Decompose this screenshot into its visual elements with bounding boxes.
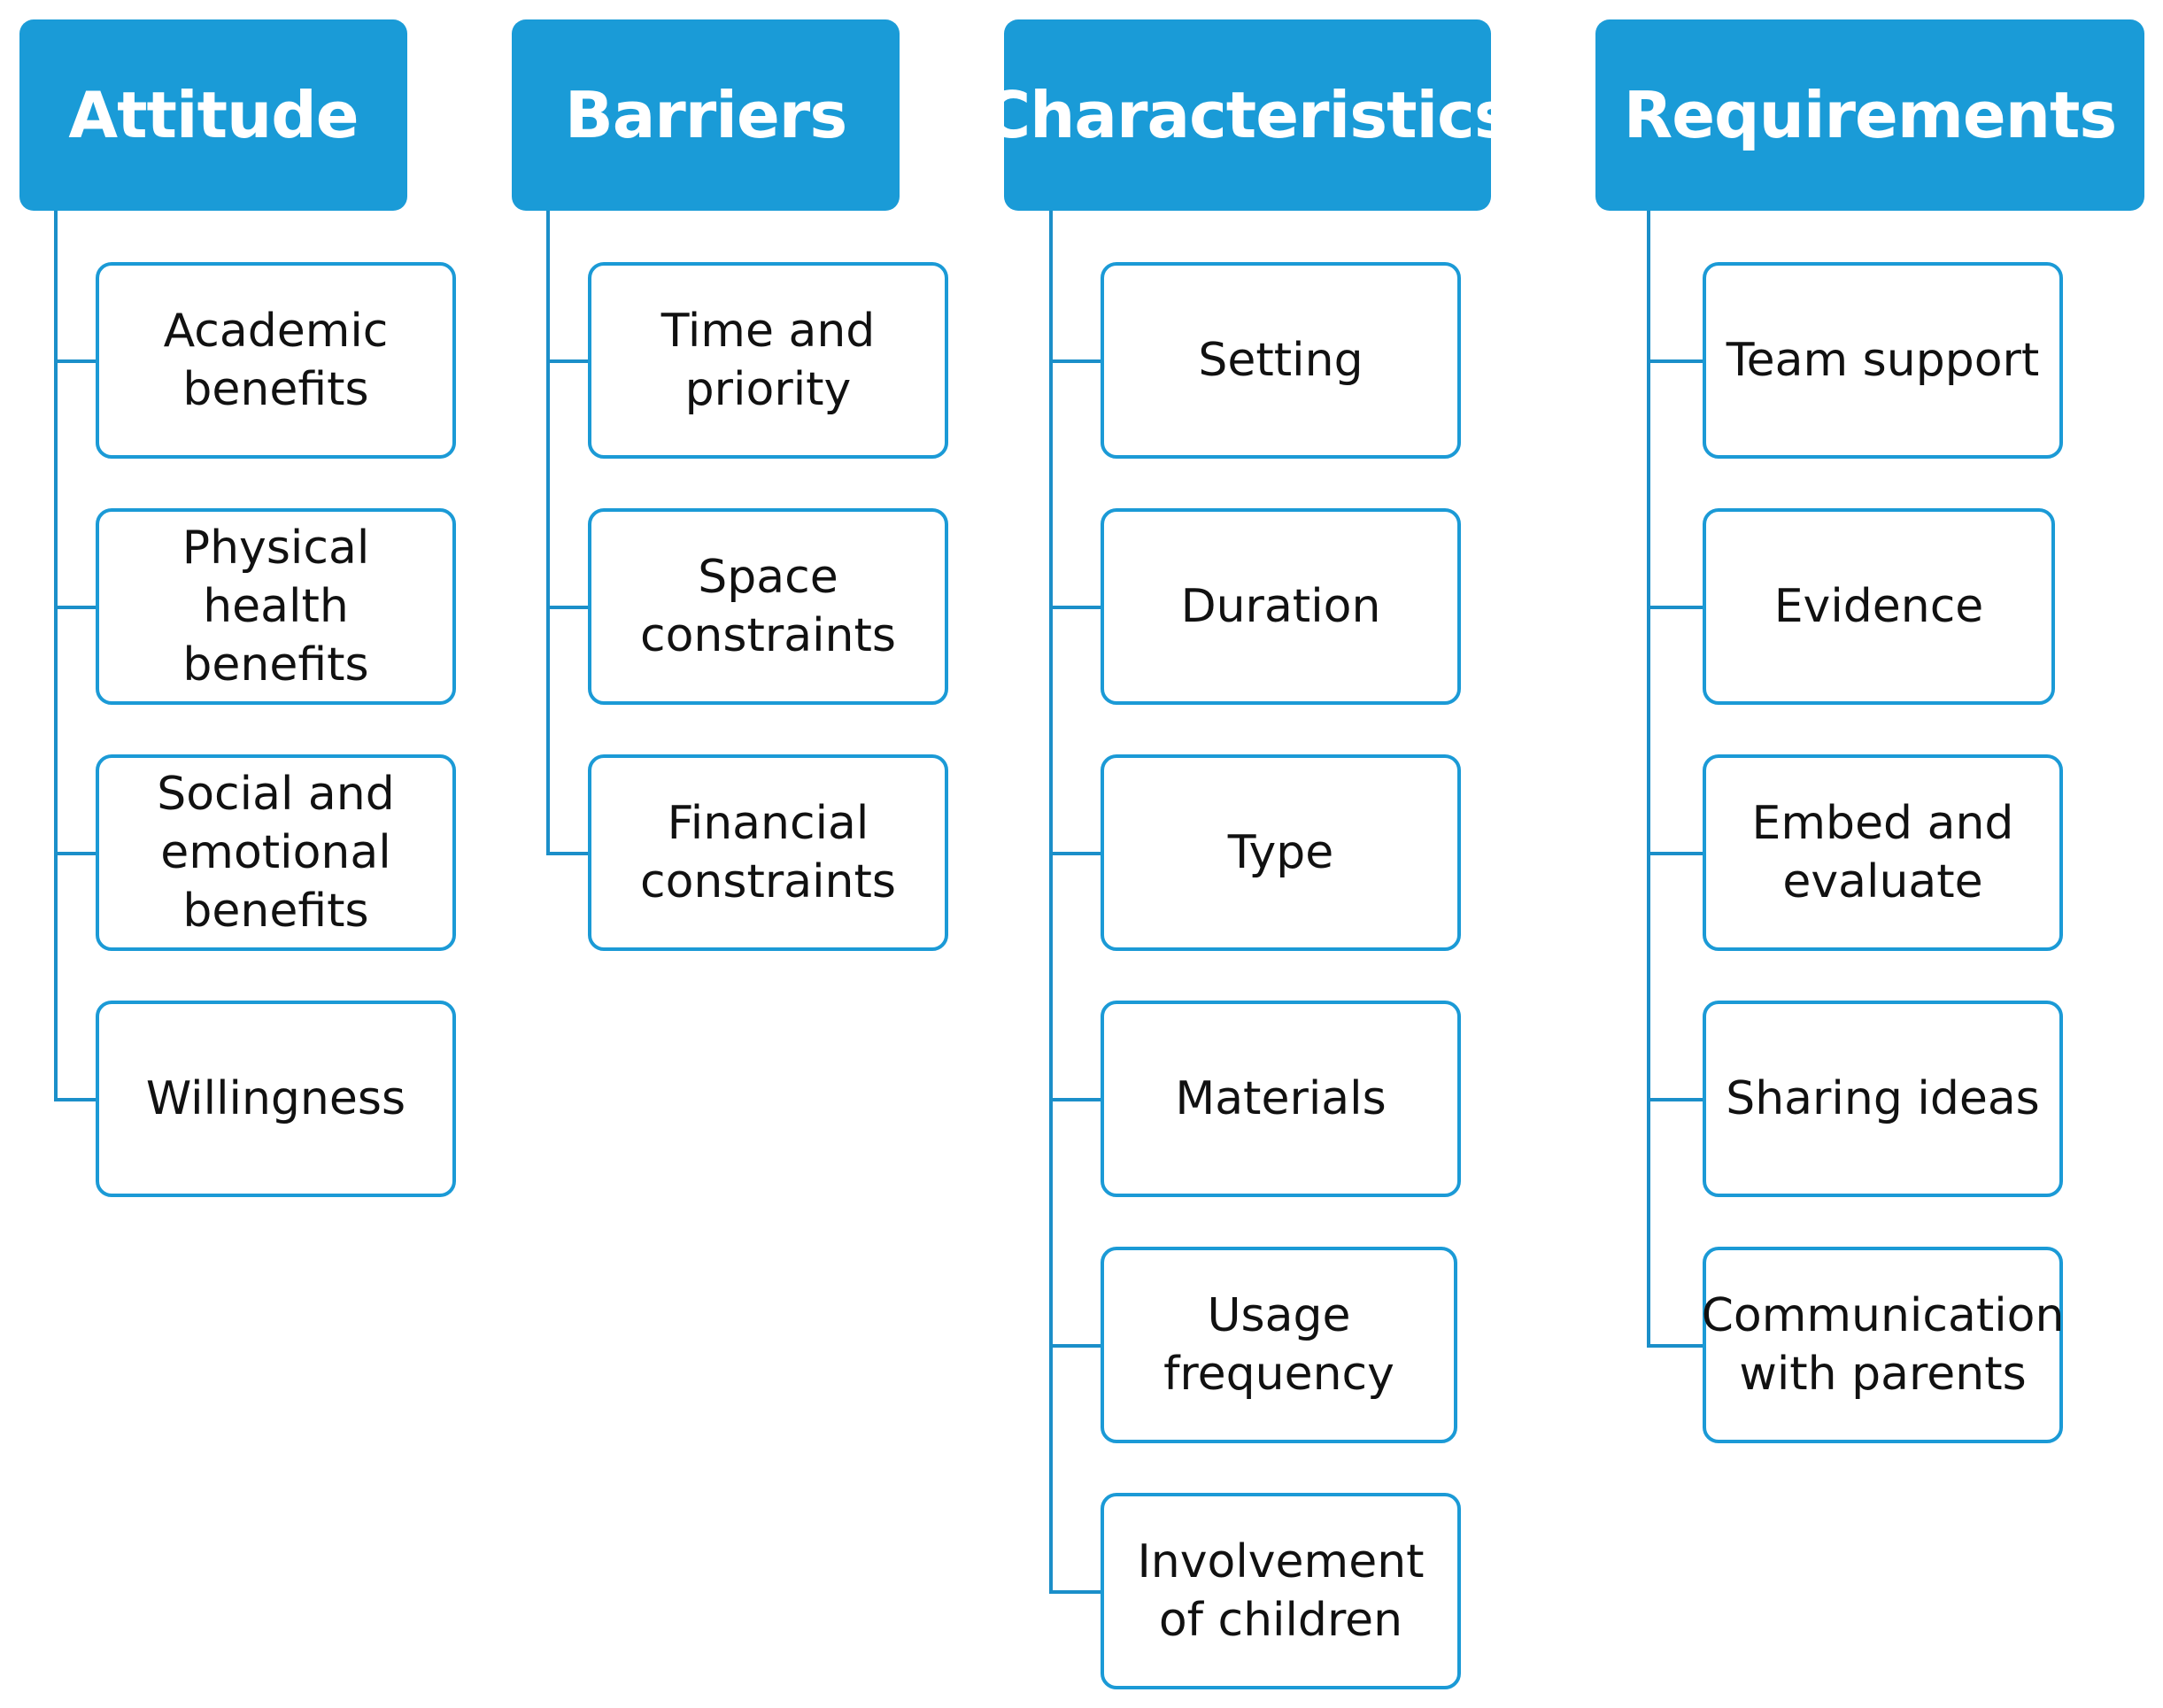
- item-involvement-of-children: Involvement of children: [1101, 1493, 1461, 1689]
- item-label: Usage frequency: [1163, 1289, 1394, 1401]
- item-label: Communication with parents: [1701, 1289, 2065, 1401]
- item-materials: Materials: [1101, 1001, 1461, 1197]
- item-label: Willingness: [145, 1072, 406, 1125]
- item-willingness: Willingness: [96, 1001, 456, 1197]
- connector-branch: [1647, 852, 1703, 855]
- item-social-emotional-benefits: Social and emotional benefits: [96, 754, 456, 951]
- item-duration: Duration: [1101, 508, 1461, 705]
- item-space-constraints: Space constraints: [588, 508, 948, 705]
- item-physical-health-benefits: Physical health benefits: [96, 508, 456, 705]
- connector-branch: [546, 606, 589, 609]
- item-label: Duration: [1180, 580, 1381, 633]
- item-label: Materials: [1175, 1072, 1387, 1125]
- item-setting: Setting: [1101, 262, 1461, 459]
- connector-trunk-requirements: [1647, 211, 1650, 1348]
- item-label: Evidence: [1773, 580, 1984, 633]
- header-attitude: Attitude: [19, 19, 407, 211]
- item-embed-and-evaluate: Embed and evaluate: [1703, 754, 2063, 951]
- item-label: Embed and evaluate: [1751, 797, 2014, 908]
- item-label: Type: [1227, 826, 1334, 879]
- header-attitude-label: Attitude: [68, 78, 359, 152]
- item-label: Social and emotional benefits: [157, 768, 395, 938]
- header-barriers-label: Barriers: [564, 78, 847, 152]
- connector-branch: [1049, 1098, 1101, 1101]
- connector-branch: [1647, 1098, 1703, 1101]
- connector-branch: [1049, 606, 1101, 609]
- header-characteristics: Characteristics: [984, 19, 1512, 211]
- connector-branch: [546, 852, 589, 855]
- header-characteristics-label: Characteristics: [984, 78, 1511, 152]
- item-sharing-ideas: Sharing ideas: [1703, 1001, 2063, 1197]
- connector-branch: [54, 1098, 97, 1101]
- item-team-support: Team support: [1703, 262, 2063, 459]
- item-label: Space constraints: [640, 551, 896, 662]
- connector-trunk-barriers: [546, 211, 550, 855]
- item-financial-constraints: Financial constraints: [588, 754, 948, 951]
- item-label: Setting: [1198, 334, 1363, 387]
- connector-trunk-attitude: [54, 211, 58, 1101]
- item-label: Time and priority: [660, 305, 876, 416]
- connector-branch: [1049, 1344, 1101, 1348]
- item-time-and-priority: Time and priority: [588, 262, 948, 459]
- header-requirements: Requirements: [1595, 19, 2144, 211]
- connector-branch: [54, 359, 97, 363]
- connector-trunk-characteristics: [1049, 211, 1053, 1594]
- header-barriers: Barriers: [512, 19, 900, 211]
- connector-branch: [546, 359, 589, 363]
- item-label: Academic benefits: [163, 305, 389, 416]
- connector-branch: [1049, 852, 1101, 855]
- item-label: Physical health benefits: [182, 522, 370, 692]
- item-usage-frequency: Usage frequency: [1101, 1247, 1457, 1443]
- item-label: Involvement of children: [1137, 1535, 1425, 1647]
- connector-branch: [54, 606, 97, 609]
- item-label: Team support: [1726, 334, 2040, 387]
- item-type: Type: [1101, 754, 1461, 951]
- connector-branch: [1647, 606, 1703, 609]
- connector-branch: [1647, 359, 1703, 363]
- connector-branch: [1049, 359, 1101, 363]
- connector-branch: [54, 852, 97, 855]
- connector-branch: [1647, 1344, 1703, 1348]
- header-requirements-label: Requirements: [1623, 78, 2117, 152]
- item-evidence: Evidence: [1703, 508, 2055, 705]
- item-communication-with-parents: Communication with parents: [1701, 1247, 2065, 1443]
- item-academic-benefits: Academic benefits: [96, 262, 456, 459]
- item-label: Sharing ideas: [1726, 1072, 2040, 1125]
- connector-branch: [1049, 1590, 1101, 1594]
- item-label: Financial constraints: [640, 797, 896, 908]
